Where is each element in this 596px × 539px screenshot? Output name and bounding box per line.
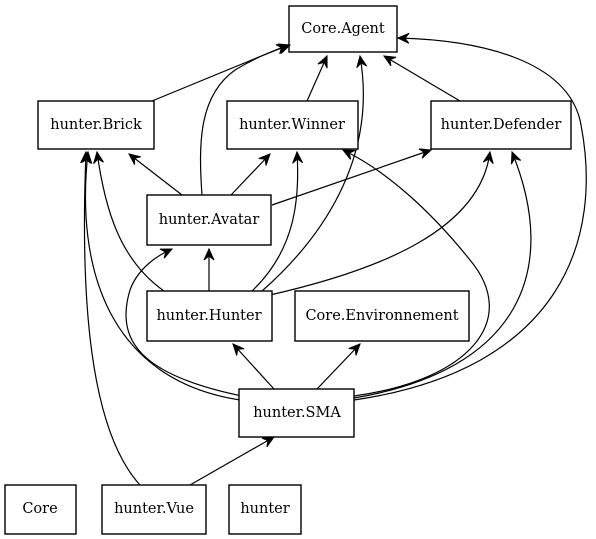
node-hunter-brick-label: hunter.Brick [50, 117, 142, 133]
edge-sma-to-winner [342, 149, 490, 397]
arrowhead-layer [80, 32, 522, 448]
edge-defender-to-agent-arrowhead [382, 55, 397, 67]
node-hunter-defender-label: hunter.Defender [441, 117, 562, 133]
edge-hunter-to-winner [251, 151, 299, 292]
edge-sma-to-avatar [125, 248, 243, 397]
edge-avatar-to-agent [199, 44, 291, 196]
node-hunter-hunter: hunter.Hunter [146, 290, 273, 342]
node-hunter-vue: hunter.Vue [101, 484, 207, 535]
edge-layer [83, 37, 587, 486]
node-core-label: Core [22, 501, 57, 517]
edge-avatar-to-winner-arrowhead [258, 153, 271, 166]
node-hunter-avatar-label: hunter.Avatar [159, 212, 260, 228]
edge-hunter-to-agent [261, 55, 364, 292]
node-core-agent-label: Core.Agent [301, 21, 385, 37]
node-hunter-hunter-label: hunter.Hunter [156, 308, 261, 324]
edge-sma-to-environnement [316, 343, 361, 390]
node-hunter-winner-label: hunter.Winner [239, 117, 345, 133]
node-hunter-vue-label: hunter.Vue [114, 501, 194, 517]
node-core-environnement-label: Core.Environnement [305, 308, 458, 324]
edge-sma-to-agent [353, 37, 587, 401]
edge-sma-to-winner-arrowhead [341, 149, 356, 160]
edge-hunter-to-defender-arrowhead [482, 150, 494, 165]
edge-hunter-to-defender [269, 151, 491, 296]
node-hunter-sma: hunter.SMA [238, 388, 355, 438]
edge-sma-to-defender [353, 151, 532, 399]
edge-vue-to-sma [189, 436, 275, 486]
edge-hunter-to-brick [96, 151, 165, 292]
node-layer: Core.Agent hunter.Brick hunter.Winner hu… [4, 5, 572, 535]
node-hunter-brick: hunter.Brick [37, 100, 155, 150]
edge-sma-to-environnement-arrowhead [348, 343, 361, 356]
edge-hunter-to-brick-arrowhead [93, 150, 104, 164]
edge-vue-to-sma-arrowhead [261, 436, 276, 448]
node-core: Core [4, 484, 77, 535]
node-hunter-label: hunter [240, 501, 289, 517]
node-hunter-winner: hunter.Winner [226, 100, 359, 150]
edge-hunter-to-agent-arrowhead [356, 54, 368, 69]
edge-avatar-to-winner [230, 153, 271, 196]
edge-avatar-to-brick [128, 153, 183, 196]
edge-sma-to-agent-arrowhead [396, 32, 410, 44]
edge-hunter-to-winner-arrowhead [292, 150, 304, 164]
node-hunter-defender: hunter.Defender [430, 100, 572, 150]
edge-winner-to-agent-arrowhead [317, 54, 328, 69]
edge-sma-to-defender-arrowhead [510, 150, 522, 165]
edge-sma-to-avatar-arrowhead [159, 248, 174, 259]
node-core-environnement: Core.Environnement [294, 290, 470, 342]
edge-sma-to-hunter-arrowhead [232, 343, 245, 356]
edge-avatar-to-defender [271, 149, 432, 206]
edge-defender-to-agent [383, 55, 461, 102]
edge-winner-to-agent [306, 55, 328, 102]
edge-hunter-to-avatar-arrowhead [203, 247, 215, 261]
node-hunter-avatar: hunter.Avatar [146, 194, 272, 246]
node-core-agent: Core.Agent [288, 5, 398, 53]
edge-sma-to-hunter [232, 343, 275, 390]
node-hunter-sma-label: hunter.SMA [253, 405, 341, 421]
edge-sma-to-brick [84, 151, 241, 401]
edge-avatar-to-brick-arrowhead [128, 153, 141, 165]
edge-avatar-to-defender-arrowhead [418, 148, 433, 159]
edge-vue-to-brick-arrowhead [80, 150, 92, 164]
edge-vue-to-brick [83, 151, 141, 486]
edge-avatar-to-agent-arrowhead [277, 43, 292, 54]
node-hunter: hunter [228, 484, 302, 535]
